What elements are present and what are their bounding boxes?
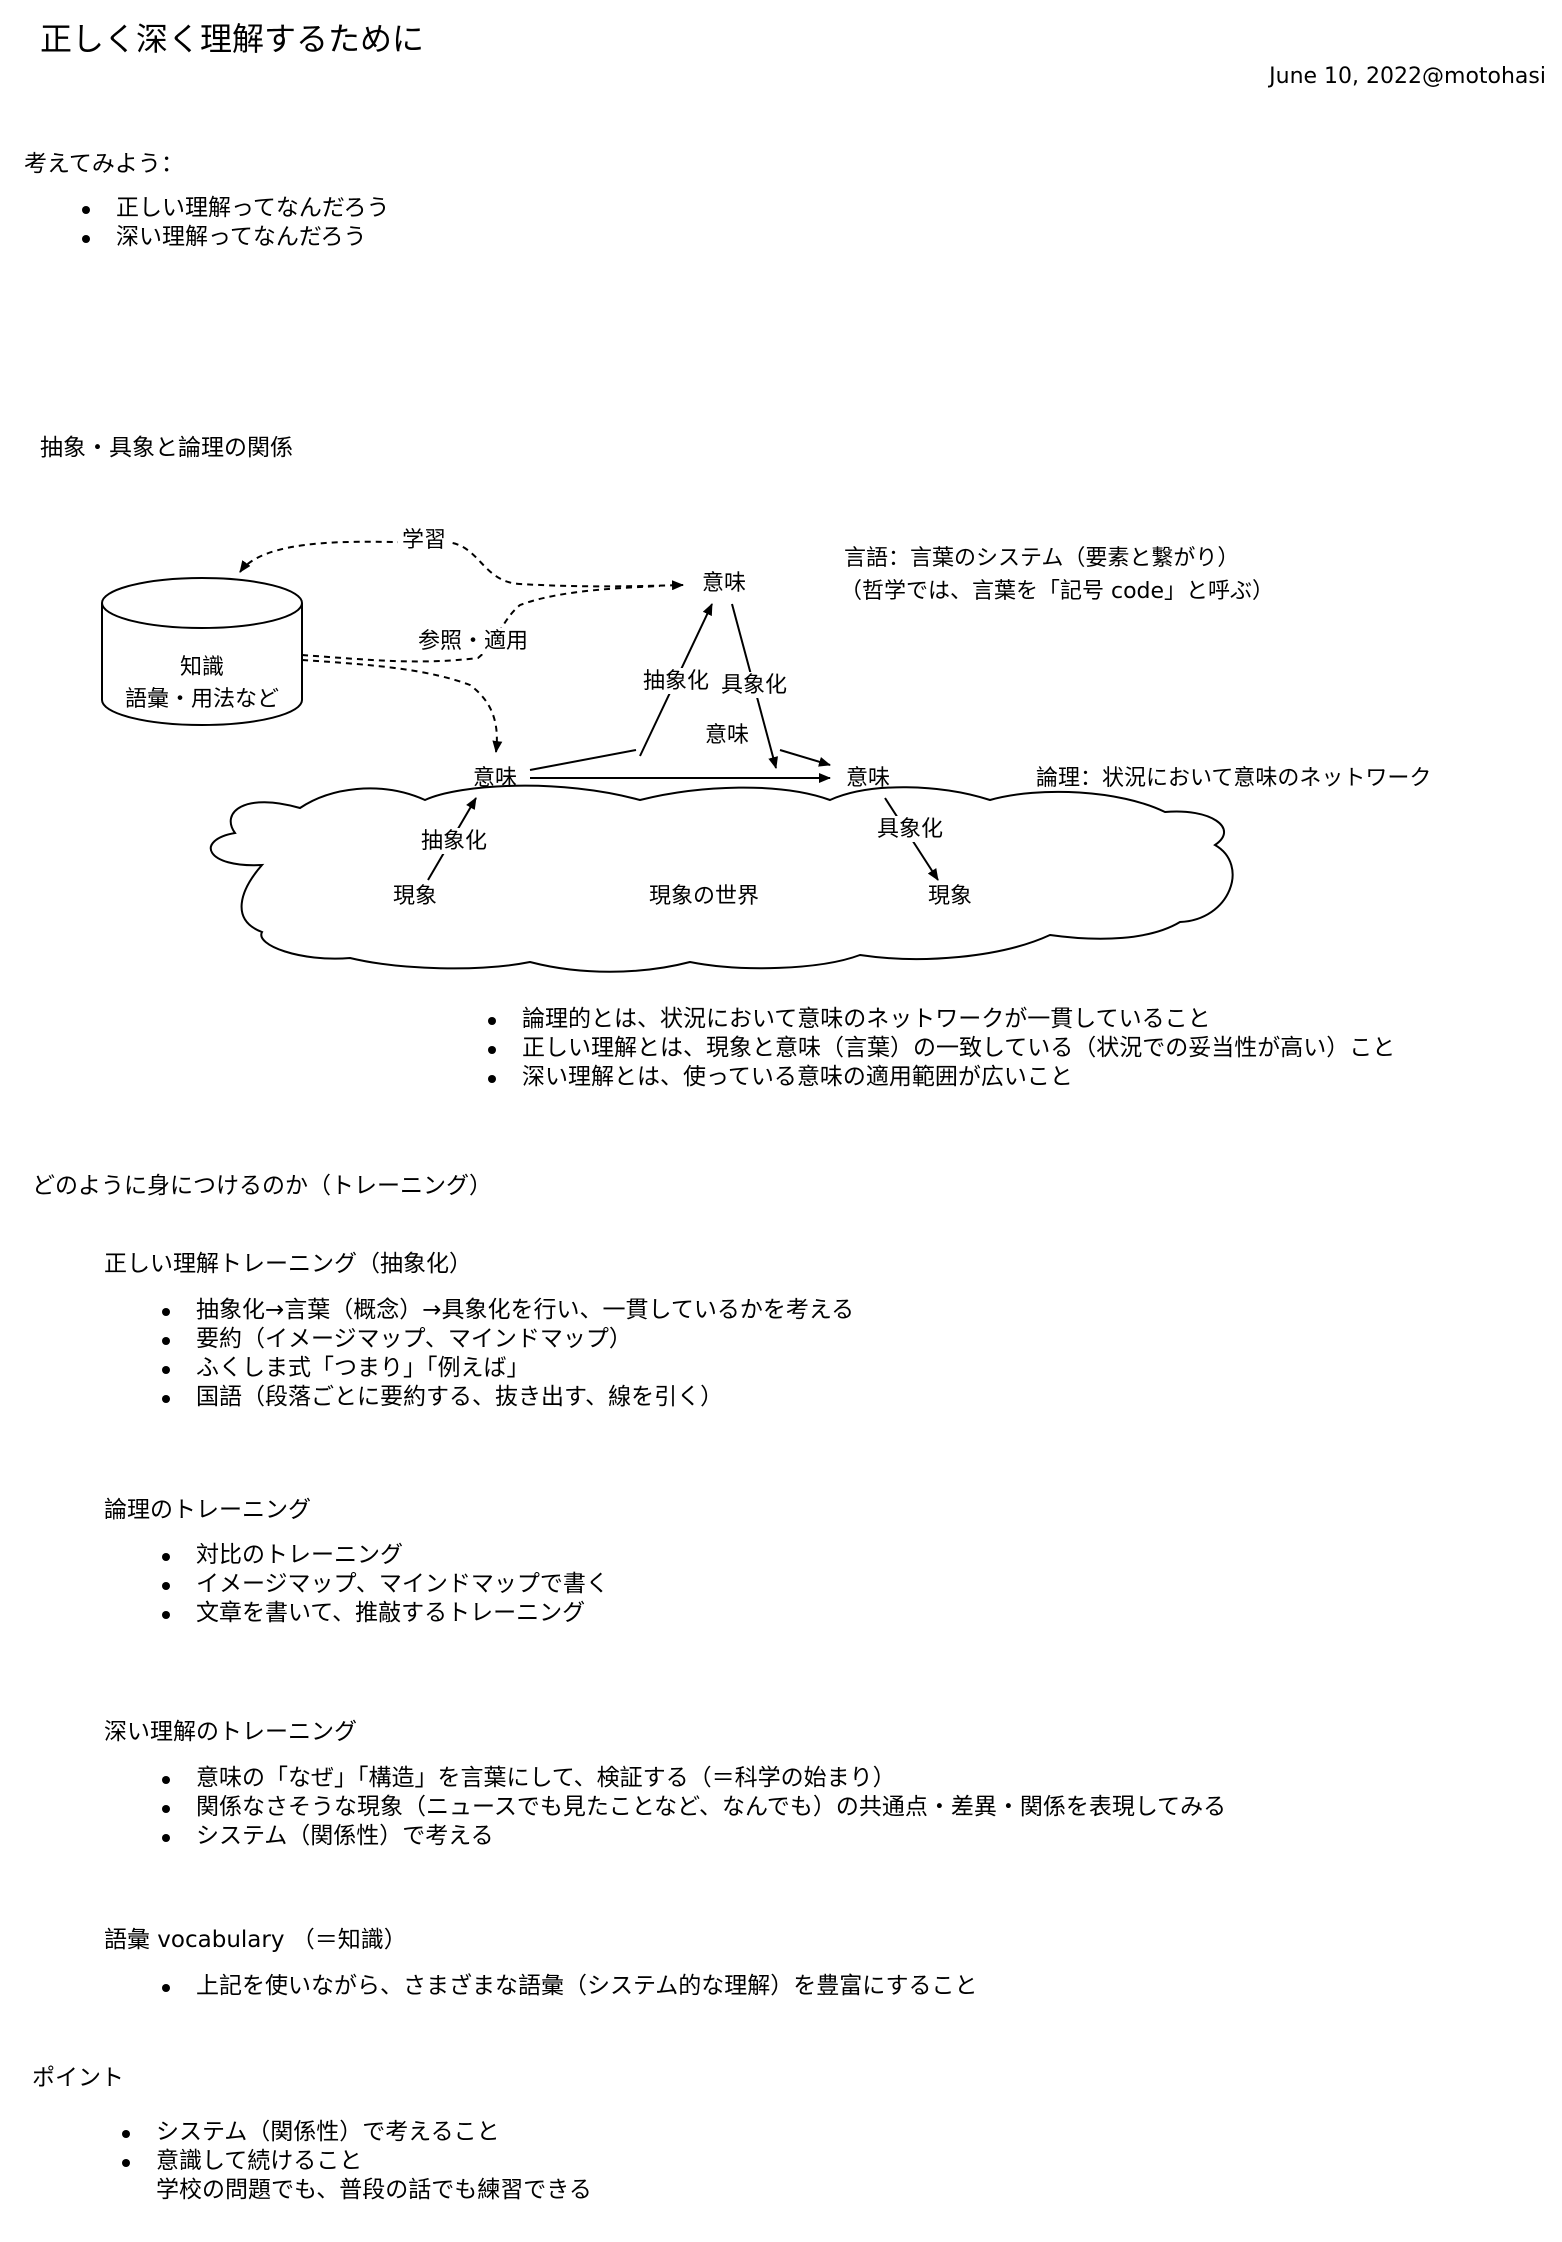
abstraction-label-lower: 抽象化 — [421, 829, 487, 854]
vocabulary-list: 上記を使いながら、さまざまな語彙（システム的な理解）を豊富にすること — [152, 1972, 978, 2001]
language-note-1: 言語：言葉のシステム（要素と繋がり） — [844, 546, 1239, 571]
phenomenon-left: 現象 — [393, 884, 437, 909]
logic-training-title: 論理のトレーニング — [104, 1497, 311, 1523]
list-item: 文章を書いて、推敲するトレーニング — [152, 1599, 609, 1628]
meaning-left: 意味 — [473, 766, 517, 791]
think-list: 正しい理解ってなんだろう 深い理解ってなんだろう — [72, 194, 389, 252]
list-item: 対比のトレーニング — [152, 1541, 609, 1570]
language-note-2: （哲学では、言葉を「記号 code」と呼ぶ） — [840, 579, 1274, 604]
concretization-label: 具象化 — [721, 673, 787, 698]
knowledge-label: 知識 — [180, 655, 224, 680]
list-item: システム（関係性）で考える — [152, 1822, 1226, 1851]
list-item: 上記を使いながら、さまざまな語彙（システム的な理解）を豊富にすること — [152, 1972, 978, 2001]
relation-heading: 抽象・具象と論理の関係 — [40, 435, 293, 461]
meaning-middle: 意味 — [705, 723, 749, 748]
phenomenon-right: 現象 — [928, 884, 972, 909]
meaning-right: 意味 — [846, 766, 890, 791]
list-item: 正しい理解ってなんだろう — [72, 194, 389, 223]
list-item: 深い理解ってなんだろう — [72, 223, 389, 252]
learning-label: 学習 — [402, 528, 446, 553]
list-item: 国語（段落ごとに要約する、抜き出す、線を引く） — [152, 1383, 854, 1412]
list-item: 意味の「なぜ」「構造」を言葉にして、検証する（＝科学の始まり） — [152, 1764, 1226, 1793]
meaning-top: 意味 — [702, 571, 746, 596]
abstraction-up-arrow-1 — [529, 749, 637, 771]
list-item: 要約（イメージマップ、マインドマップ） — [152, 1325, 854, 1354]
list-item: 深い理解とは、使っている意味の適用範囲が広いこと — [478, 1063, 1395, 1092]
date-author: June 10, 2022@motohasi — [1269, 64, 1546, 89]
reference-label: 参照・適用 — [418, 629, 528, 654]
world-label: 現象の世界 — [649, 884, 759, 909]
abstraction-label: 抽象化 — [643, 669, 709, 694]
list-item: イメージマップ、マインドマップで書く — [152, 1570, 609, 1599]
training-heading: どのように身につけるのか（トレーニング） — [32, 1173, 492, 1199]
summary-list: 論理的とは、状況において意味のネットワークが一貫していること 正しい理解とは、現… — [478, 1005, 1395, 1092]
list-item: 抽象化→言葉（概念）→具象化を行い、一貫しているかを考える — [152, 1296, 854, 1325]
logic-note: 論理：状況において意味のネットワーク — [1036, 766, 1431, 791]
list-item: 論理的とは、状況において意味のネットワークが一貫していること — [478, 1005, 1395, 1034]
learning-arrow — [239, 540, 684, 591]
mid-meaning-arrow — [779, 749, 831, 767]
concretization-label-lower: 具象化 — [877, 817, 943, 842]
apply-arrow — [301, 659, 503, 753]
list-item: システム（関係性）で考えること — [112, 2118, 592, 2147]
list-item: 関係なさそうな現象（ニュースでも見たことなど、なんでも）の共通点・差異・関係を表… — [152, 1793, 1226, 1822]
think-heading: 考えてみよう： — [24, 151, 184, 177]
knowledge-sub-label: 語彙・用法など — [125, 687, 279, 712]
phenomenon-world-cloud — [209, 784, 1234, 973]
knowledge-database-cylinder — [101, 577, 303, 726]
abstraction-diagram: 知識 語彙・用法など 学習 参照・適用 意味 抽象化 具象化 意味 意味 意味 … — [101, 526, 1431, 973]
point-heading: ポイント — [32, 2065, 124, 2091]
list-item: ふくしま式「つまり」「例えば」 — [152, 1354, 854, 1383]
list-item: 正しい理解とは、現象と意味（言葉）の一致している（状況での妥当性が高い）こと — [478, 1034, 1395, 1063]
point-note: 学校の問題でも、普段の話でも練習できる — [156, 2177, 592, 2203]
correct-training-title: 正しい理解トレーニング（抽象化） — [104, 1251, 472, 1277]
deep-training-list: 意味の「なぜ」「構造」を言葉にして、検証する（＝科学の始まり） 関係なさそうな現… — [152, 1764, 1226, 1851]
vocabulary-title: 語彙 vocabulary （＝知識） — [104, 1927, 407, 1953]
deep-training-title: 深い理解のトレーニング — [104, 1719, 357, 1745]
list-item: 意識して続けること — [112, 2147, 592, 2176]
point-list: システム（関係性）で考えること 意識して続けること 学校の問題でも、普段の話でも… — [112, 2118, 592, 2205]
page-title: 正しく深く理解するために — [40, 20, 425, 58]
logic-training-list: 対比のトレーニング イメージマップ、マインドマップで書く 文章を書いて、推敲する… — [152, 1541, 609, 1628]
correct-training-list: 抽象化→言葉（概念）→具象化を行い、一貫しているかを考える 要約（イメージマップ… — [152, 1296, 854, 1412]
